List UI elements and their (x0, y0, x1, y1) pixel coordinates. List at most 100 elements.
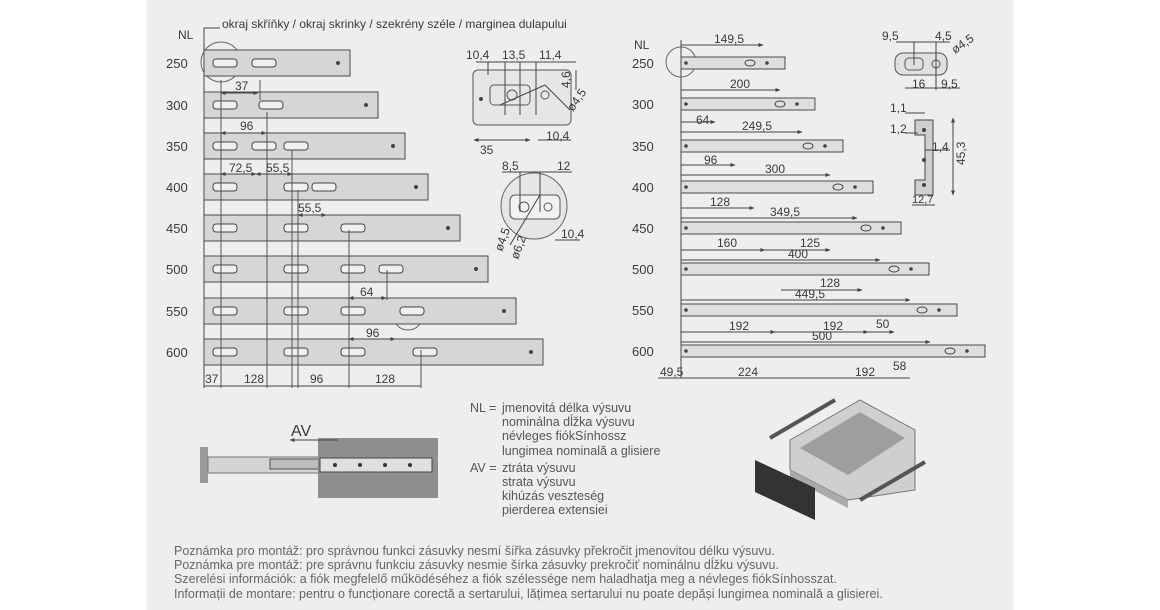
right-row-label: 600 (632, 344, 654, 359)
rail-slot (802, 142, 814, 150)
rail-hole (684, 185, 688, 189)
mounting-slot (212, 347, 238, 357)
mounting-slot (378, 264, 404, 274)
dim-55-5a: 55,5 (266, 161, 290, 175)
slide-rail-profile (680, 344, 986, 358)
left-row-label: 250 (166, 56, 188, 71)
right-row-label: 300 (632, 97, 654, 112)
detail-a-35: 35 (480, 143, 494, 157)
legend-key (470, 489, 502, 503)
rail-hole (853, 185, 857, 189)
detail-d-1-4: 1,4 (932, 140, 949, 154)
rail-hole (765, 61, 769, 65)
left-row-label: 550 (166, 304, 188, 319)
rail-hole (364, 103, 368, 107)
mounting-slot (212, 223, 238, 233)
mounting-slot (283, 347, 309, 357)
mounting-slot (340, 223, 366, 233)
rdim-224: 224 (738, 365, 758, 379)
detail-c-9-5b: 9,5 (941, 77, 958, 91)
av-section: AV (200, 423, 438, 498)
dim-bottom-37: 37 (205, 372, 219, 386)
detail-c-9-5: 9,5 (882, 29, 899, 43)
note-line: Szerelési információk: a fiók megfelelő … (174, 572, 837, 587)
rdim-500: 500 (812, 329, 832, 343)
legend-text: pierderea extensiei (502, 503, 608, 518)
right-slide-row-400: 400 (632, 180, 874, 195)
rdim-96: 96 (704, 153, 718, 167)
right-row-label: 250 (632, 56, 654, 71)
rail-hole (937, 308, 941, 312)
detail-b-12: 12 (557, 159, 571, 173)
slide-rail-profile (680, 97, 816, 111)
mounting-slot (212, 100, 238, 110)
right-slide-row-300: 300 (632, 97, 816, 112)
right-row-label: 350 (632, 139, 654, 154)
detail-a: 10,4 13,5 11,4 4,6 ø4,5 35 10,4 (466, 48, 589, 157)
rail-slot (832, 183, 844, 191)
rail-hole (909, 267, 913, 271)
legend-key (470, 415, 502, 429)
slide-rail-profile (680, 180, 874, 194)
rail-hole (684, 61, 688, 65)
rail-hole (965, 349, 969, 353)
rdim-128b: 128 (820, 276, 840, 290)
rdim-400: 400 (788, 247, 808, 261)
note-line: Poznámka pro montáž: pro správnou funkci… (174, 544, 775, 558)
rdim-192b: 192 (823, 319, 843, 333)
left-slide-row-250: 250 (166, 49, 351, 77)
left-slide-row-450: 450 (166, 214, 461, 242)
left-slide-row-300: 300 (166, 91, 379, 119)
rail-hole (391, 144, 395, 148)
rdim-128: 128 (710, 195, 730, 209)
legend-key (470, 475, 502, 489)
left-slide-row-550: 550 (166, 297, 517, 325)
rail-slot (888, 265, 900, 273)
cabinet-edge-label: okraj skříňky / okraj skrinky / szekrény… (222, 17, 567, 31)
detail-b: 8,5 12 ø4,5 ø6,2 10,4 (492, 159, 585, 261)
legend-text: névleges fiókSínhossz (502, 429, 627, 444)
detail-c: 9,5 4,5 ø4,5 16 9,5 (882, 29, 977, 91)
rail-hole (684, 267, 688, 271)
mounting-slot (340, 306, 366, 316)
slide-rail-profile (680, 56, 786, 70)
mounting-slot (212, 264, 238, 274)
mounting-slot (311, 182, 337, 192)
rail-hole (684, 308, 688, 312)
rdim-160: 160 (717, 236, 737, 250)
right-row-label: 550 (632, 303, 654, 318)
mounting-slot (251, 141, 277, 151)
right-slide-row-500: 500 (632, 262, 930, 277)
rail-slot (774, 100, 786, 108)
right-slide-row-250: 250 (632, 56, 786, 71)
right-slide-row-350: 350 (632, 139, 844, 154)
detail-d: 1,1 1,2 1,4 45,3 12,7 (890, 101, 968, 206)
mounting-slot (258, 100, 284, 110)
dim-64: 64 (360, 285, 374, 299)
slide-rail-profile (680, 139, 844, 153)
rdim-50: 50 (876, 317, 890, 331)
detail-a-10-4b: 10,4 (546, 129, 570, 143)
legend-key: NL = (470, 401, 497, 415)
rdim-192: 192 (729, 319, 749, 333)
nl-label: NL (178, 28, 194, 42)
rdim-192c: 192 (855, 365, 875, 379)
rail-hole (881, 226, 885, 230)
left-row-label: 300 (166, 98, 188, 113)
slide-rail-profile (680, 221, 902, 235)
rdim-300: 300 (765, 162, 785, 176)
rail-hole (502, 309, 506, 313)
rdim-49-5: 49,5 (660, 365, 684, 379)
rail-hole (529, 350, 533, 354)
assembly-notes: Poznámka pro montáž: pro správnou funkci… (174, 544, 883, 601)
left-row-label: 350 (166, 139, 188, 154)
detail-a-13-5: 13,5 (502, 48, 526, 62)
right-row-label: 450 (632, 221, 654, 236)
mounting-slot (251, 58, 277, 68)
note-line: Informații de montare: pentru o funcțion… (174, 586, 883, 601)
legend-key: AV = (470, 460, 497, 475)
right-slide-row-600: 600 (632, 344, 986, 359)
rdim-449-5: 449,5 (795, 287, 825, 301)
rail-hole (684, 349, 688, 353)
